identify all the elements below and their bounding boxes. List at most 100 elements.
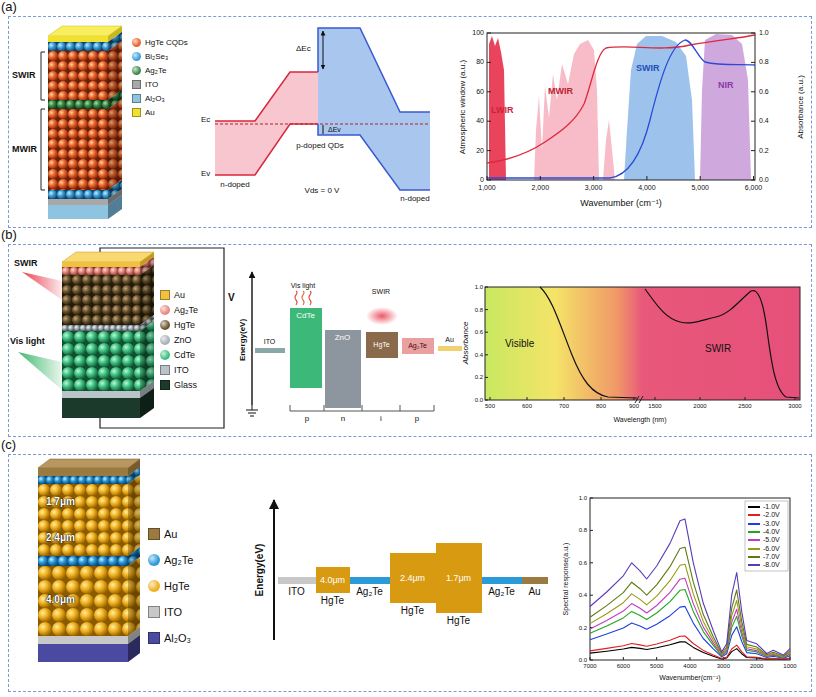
tick-label: 3000 [717, 663, 730, 670]
axis-tick [487, 150, 491, 151]
tick-label: 500 [485, 403, 495, 410]
block-label: HgTe [373, 340, 389, 348]
layer-thickness: 4.0μm [46, 594, 75, 606]
band-label: p-doped QDs [296, 141, 344, 150]
axis-tick [751, 91, 755, 92]
axis-tick [751, 62, 755, 63]
light-label: SWIR [14, 258, 38, 268]
legend-text: -3.0V [763, 520, 780, 528]
axis-tick [485, 400, 488, 401]
band-block: ZnO [325, 330, 361, 408]
tick-label: 1,000 [478, 184, 496, 192]
figure-panel: (a) [8, 16, 812, 228]
axis-tick [634, 397, 635, 400]
band-block: Ag₂Te [350, 577, 390, 584]
block-label: Ag₂Te [408, 341, 427, 349]
tick-label: 2500 [738, 403, 751, 410]
band-block: Au [438, 346, 462, 351]
band-name: LWIR [491, 105, 514, 115]
tick-label: 5,000 [691, 184, 709, 192]
line-sample [748, 556, 760, 558]
bracket-label: SWIR [12, 70, 36, 80]
line-sample [748, 564, 760, 566]
block-label: HgTe [447, 615, 470, 627]
block-label: 1.7μm [446, 572, 471, 582]
tick-label: 2000 [750, 663, 763, 670]
axis-tick [700, 176, 701, 180]
tick-label: 3000 [788, 403, 801, 410]
legend-text: -4.0V [763, 528, 780, 536]
band-block: Ag₂Te [402, 338, 434, 354]
response-curve [590, 564, 790, 657]
tick-label: 900 [629, 403, 639, 410]
axis-tick [700, 397, 701, 400]
block-label: CdTe [296, 311, 315, 320]
axis-tick [751, 150, 755, 151]
axis-tick [485, 332, 488, 333]
axis-title: Energy(eV) [254, 544, 266, 597]
band-name: NIR [718, 80, 734, 90]
block-label: ZnO [335, 333, 351, 342]
legend-text: HgTe [164, 580, 190, 593]
axis-tick [590, 530, 593, 531]
figure-panel: (c)ITO4.0μmHgTeAg₂Te2.4μmHgTe1.7μmHgTeAg… [8, 454, 812, 692]
axis-tick [485, 377, 488, 378]
doping-label: n [341, 414, 345, 423]
legend-swatch [160, 365, 170, 375]
doping-label: i [380, 414, 382, 423]
legend-text: Al₂O₃ [164, 632, 191, 645]
axis-tick [590, 595, 593, 596]
spectrum-chart [487, 33, 755, 180]
band-name: SWIR [636, 63, 660, 73]
tick-label: 0.6 [759, 88, 769, 96]
block-label: Ag₂Te [488, 586, 515, 598]
tick-label: 1500 [648, 403, 661, 410]
axis-tick [593, 176, 594, 180]
block-label: Au [445, 336, 454, 344]
band-block: 1.7μmHgTe [436, 543, 482, 613]
axis-title: Atmospheric window (a.u.) [458, 60, 467, 154]
line-sample [748, 523, 760, 525]
legend-swatch [160, 350, 170, 360]
axis-tick [487, 176, 488, 180]
legend-text: -1.0V [763, 503, 780, 511]
block-label: 2.4μm [400, 572, 425, 582]
axis-title: Wavenumber (cm⁻¹) [580, 198, 661, 208]
axis-tick [795, 397, 796, 400]
legend-swatch [132, 94, 141, 103]
line-sample [748, 514, 760, 516]
legend-text: Au [145, 108, 155, 117]
panel-label: (a) [1, 0, 17, 15]
layer-thickness: 1.7μm [46, 496, 75, 508]
band-block: ITO [278, 577, 316, 584]
legend-swatch [148, 554, 160, 566]
doping-label: p [305, 414, 309, 423]
response-curve [590, 519, 790, 655]
block-label: ITO [264, 338, 276, 346]
tick-label: 0.0 [759, 176, 769, 184]
tick-label: 0.2 [475, 374, 483, 381]
tick-label: 0.6 [579, 559, 587, 566]
legend-text: Au [164, 528, 177, 541]
axis-tick [656, 657, 657, 660]
legend-swatch [132, 38, 141, 47]
axis-tick [655, 397, 656, 400]
block-label: ITO [288, 586, 304, 598]
axis-tick [485, 354, 488, 355]
legend-text: -5.0V [763, 536, 780, 544]
legend-swatch [160, 290, 170, 300]
axis-tick [487, 121, 491, 122]
response-curve [590, 606, 790, 658]
legend-text: ITO [174, 365, 189, 375]
band-label: ΔEv [328, 126, 341, 134]
axis-tick [590, 562, 593, 563]
tick-label: 6,000 [745, 184, 763, 192]
legend-text: Au [174, 290, 185, 300]
tick-label: 3,000 [585, 184, 603, 192]
band-label: n-doped [220, 180, 249, 189]
tick-label: 7000 [583, 663, 596, 670]
axis-tick [689, 657, 690, 660]
tick-label: 1000 [783, 663, 796, 670]
tick-label: 1.0 [579, 495, 587, 502]
legend-text: Ag₂Te [145, 66, 166, 75]
